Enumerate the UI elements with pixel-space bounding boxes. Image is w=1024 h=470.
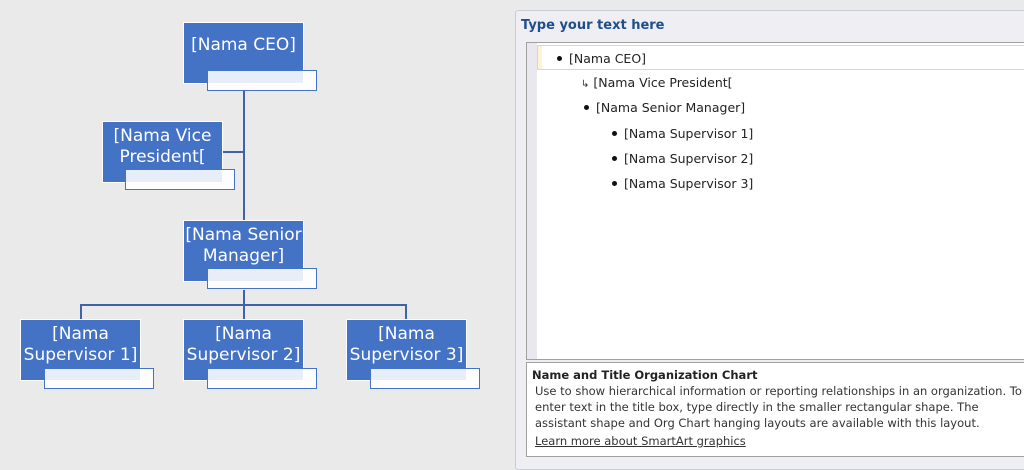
list-item[interactable]: [Nama Senior Manager]	[537, 95, 1024, 120]
list-item[interactable]: [Nama Supervisor 1]	[537, 121, 1024, 146]
bullet-icon	[557, 56, 562, 61]
list-item-text: [Nama Vice President[	[593, 75, 733, 90]
list-item-text: [Nama CEO]	[569, 51, 647, 66]
list-item[interactable]: [Nama Supervisor 3]	[537, 171, 1024, 196]
connector	[80, 304, 407, 306]
bullet-icon	[584, 105, 589, 110]
node-supervisor-1[interactable]: [Nama Supervisor 1]	[20, 319, 141, 381]
layout-description-text: Use to show hierarchical information or …	[535, 384, 1022, 430]
list-item-text: [Nama Supervisor 2]	[624, 151, 754, 166]
list-item[interactable]: [Nama CEO]	[537, 45, 1024, 70]
list-item[interactable]: [Nama Supervisor 2]	[537, 146, 1024, 171]
title-box-ceo[interactable]	[207, 70, 317, 91]
title-box-senior-manager[interactable]	[207, 268, 317, 289]
bullet-icon	[612, 131, 617, 136]
title-box-supervisor-2[interactable]	[207, 368, 317, 389]
connector	[80, 304, 82, 319]
bullet-icon	[612, 181, 617, 186]
list-item-text: [Nama Supervisor 1]	[624, 126, 754, 141]
text-pane-editor[interactable]: [Nama CEO] ↳[Nama Vice President[ [Nama …	[526, 42, 1024, 360]
list-item-text: [Nama Senior Manager]	[596, 100, 746, 115]
learn-more-link[interactable]: Learn more about SmartArt graphics	[535, 434, 746, 448]
text-pane-title: Type your text here	[521, 18, 665, 33]
editor-margin	[527, 43, 537, 359]
title-box-vice-president[interactable]	[125, 169, 235, 190]
text-pane: Type your text here [Nama CEO] ↳[Nama Vi…	[515, 10, 1024, 470]
title-box-supervisor-3[interactable]	[370, 368, 480, 389]
list-item-text: [Nama Supervisor 3]	[624, 176, 754, 191]
title-box-supervisor-1[interactable]	[44, 368, 154, 389]
layout-description: Name and Title Organization Chart Use to…	[526, 362, 1024, 457]
connector	[405, 304, 407, 319]
list-item[interactable]: ↳[Nama Vice President[	[537, 70, 1024, 95]
bullet-icon	[612, 156, 617, 161]
connector	[243, 91, 245, 220]
assistant-arrow-icon: ↳	[581, 79, 590, 90]
layout-name: Name and Title Organization Chart	[532, 368, 758, 382]
connector	[222, 151, 244, 153]
